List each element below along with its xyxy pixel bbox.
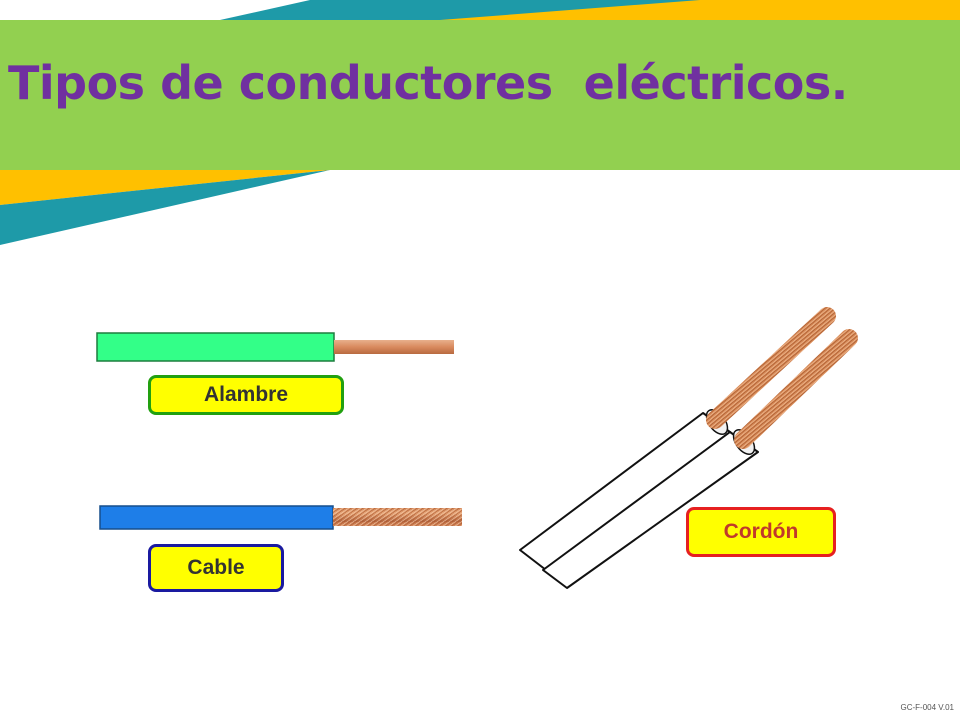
cable-label: Cable bbox=[148, 544, 284, 592]
alambre-wire bbox=[96, 332, 454, 362]
alambre-label-text: Alambre bbox=[203, 383, 289, 406]
cordon-label-text: Cordón bbox=[723, 520, 799, 543]
cordon-twisted-strand-right bbox=[734, 329, 858, 449]
alambre-insulation bbox=[96, 332, 335, 362]
cable-copper-strands bbox=[333, 508, 462, 526]
cable-wire bbox=[99, 505, 462, 530]
cordon-wire bbox=[519, 307, 858, 589]
bottom-teal-sweep bbox=[0, 170, 330, 245]
cordon-insulation-right bbox=[542, 431, 759, 589]
alambre-label: Alambre bbox=[148, 375, 344, 415]
cable-label-text: Cable bbox=[187, 556, 245, 579]
cordon-label: Cordón bbox=[686, 507, 836, 557]
footer-document-code: GC-F-004 V.01 bbox=[900, 703, 954, 712]
alambre-copper-core bbox=[334, 340, 454, 354]
title-banner bbox=[0, 20, 960, 170]
slide-title: Tipos de conductores eléctricos. bbox=[8, 56, 848, 110]
cordon-twisted-strand-left bbox=[706, 307, 836, 429]
top-yellow-sweep bbox=[440, 0, 960, 20]
cable-insulation bbox=[99, 505, 334, 530]
